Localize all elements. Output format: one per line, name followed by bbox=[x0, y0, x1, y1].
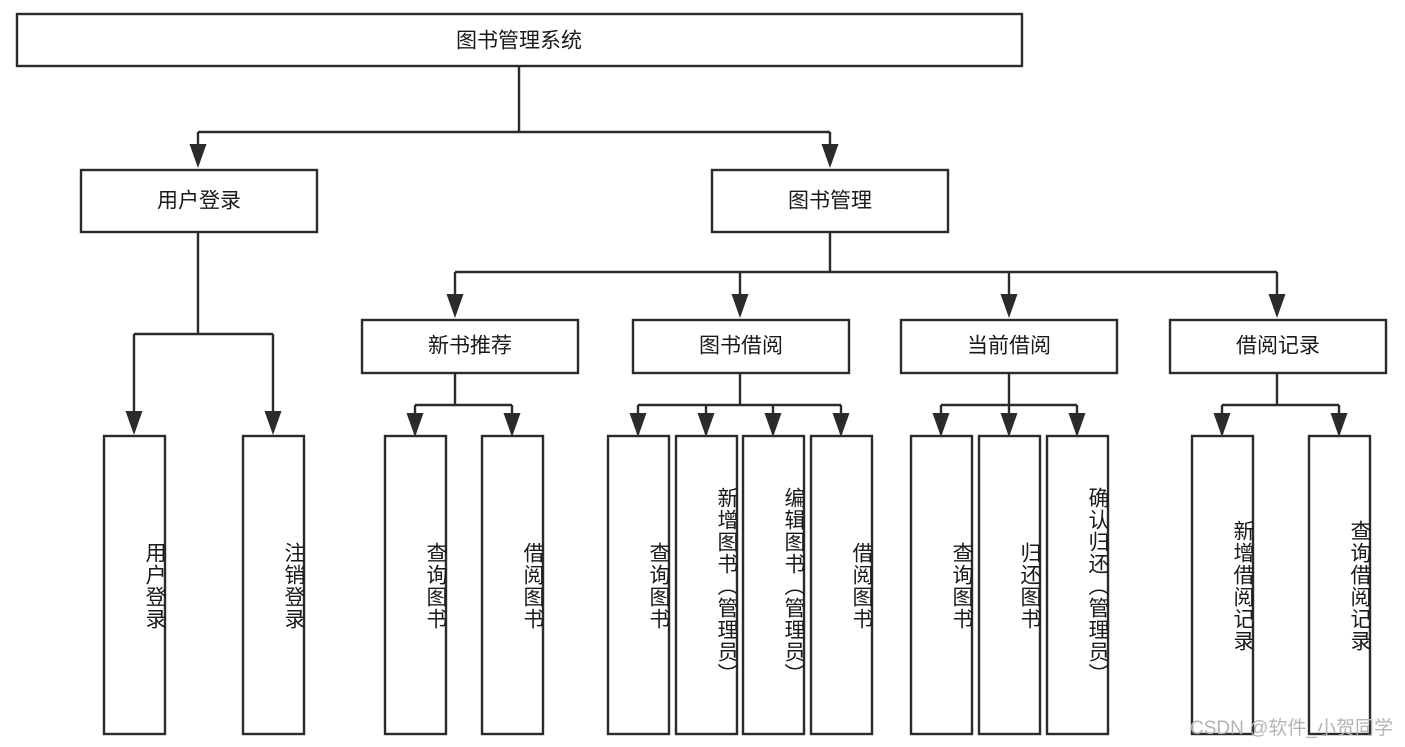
leaf-box-book-borrow-2[interactable] bbox=[741, 434, 806, 736]
arrow-new-book-leaf-1 bbox=[406, 413, 424, 437]
arrow-book-borrow-leaf-1 bbox=[629, 413, 647, 437]
leaf-box-current-borrow-0[interactable] bbox=[909, 434, 974, 736]
node-box-borrow-record[interactable] bbox=[1168, 318, 1388, 375]
arrow-to-borrow-record bbox=[1268, 294, 1286, 318]
arrow-current-borrow-leaf-2 bbox=[1000, 413, 1018, 437]
node-label-book-manage: 图书管理 bbox=[788, 190, 872, 213]
node-label-book-borrow: 图书借阅 bbox=[699, 335, 783, 358]
leaf-box-book-borrow-0[interactable] bbox=[606, 434, 671, 736]
leaf-box-current-borrow-1[interactable] bbox=[977, 434, 1042, 736]
arrow-borrow-record-leaf-2 bbox=[1330, 413, 1348, 437]
leaf-box-book-borrow-1[interactable] bbox=[674, 434, 739, 736]
node-box-book-borrow[interactable] bbox=[631, 318, 851, 375]
arrow-book-borrow-leaf-4 bbox=[832, 413, 850, 437]
arrow-to-user-login bbox=[189, 144, 207, 168]
arrow-borrow-record-leaf-1 bbox=[1213, 413, 1231, 437]
node-box-new-book-recommend[interactable] bbox=[360, 318, 580, 375]
csdn-watermark: CSDN @软件_小贺同学 bbox=[1190, 718, 1393, 739]
node-label-current-borrow: 当前借阅 bbox=[967, 335, 1051, 358]
arrow-current-borrow-leaf-1 bbox=[932, 413, 950, 437]
leaf-box-new-book-1[interactable] bbox=[480, 434, 545, 736]
node-label-borrow-record: 借阅记录 bbox=[1236, 335, 1320, 358]
arrow-book-borrow-leaf-2 bbox=[697, 413, 715, 437]
arrow-to-book-manage bbox=[821, 144, 839, 168]
arrow-to-new-book bbox=[446, 294, 464, 318]
node-box-root[interactable] bbox=[15, 12, 1024, 68]
arrow-book-borrow-leaf-3 bbox=[764, 413, 782, 437]
arrow-new-book-leaf-2 bbox=[503, 413, 521, 437]
node-label-root: 图书管理系统 bbox=[456, 30, 582, 53]
leaf-box-borrow-record-1[interactable] bbox=[1307, 434, 1372, 736]
edges-layer bbox=[125, 66, 1348, 437]
node-box-user-login[interactable] bbox=[79, 168, 319, 234]
node-box-current-borrow[interactable] bbox=[899, 318, 1119, 375]
leaf-box-user-login-0[interactable] bbox=[102, 434, 167, 736]
arrow-user-login-leaf-1 bbox=[125, 411, 143, 435]
arrow-user-login-leaf-2 bbox=[264, 411, 282, 435]
node-box-book-manage[interactable] bbox=[710, 168, 950, 234]
leaf-box-book-borrow-3[interactable] bbox=[809, 434, 874, 736]
leaf-box-borrow-record-0[interactable] bbox=[1190, 434, 1255, 736]
arrow-current-borrow-leaf-3 bbox=[1068, 413, 1086, 437]
arrow-to-current-borrow bbox=[1000, 294, 1018, 318]
arrow-to-book-borrow bbox=[731, 294, 749, 318]
leaf-box-current-borrow-2[interactable] bbox=[1045, 434, 1110, 736]
leaf-box-user-login-1[interactable] bbox=[241, 434, 306, 736]
horizontal-labels-layer: 图书管理系统 用户登录 图书管理 新书推荐 图书借阅 当前借阅 借阅记录 bbox=[157, 30, 1320, 358]
leaf-box-new-book-0[interactable] bbox=[383, 434, 448, 736]
nodes-layer bbox=[15, 12, 1388, 736]
node-label-user-login: 用户登录 bbox=[157, 190, 241, 213]
node-label-new-book-recommend: 新书推荐 bbox=[428, 335, 512, 358]
